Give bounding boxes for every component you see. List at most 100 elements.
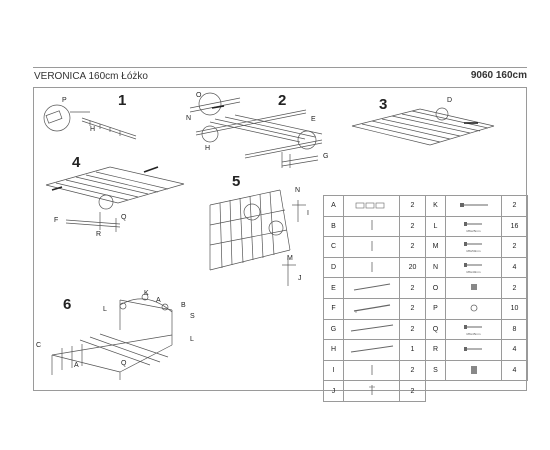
step-5-label: J: [298, 275, 302, 282]
part-picture: [445, 339, 502, 361]
step-2-label: O: [196, 92, 202, 99]
step-6-illustration: [51, 293, 173, 380]
part-quantity: 4: [501, 359, 528, 382]
step-1-label: P: [62, 97, 67, 104]
part-quantity: 2: [399, 297, 426, 320]
screw-icon: [454, 323, 494, 333]
step-5-label: M: [287, 255, 293, 262]
part-letter: R: [425, 339, 446, 361]
thin-rod-icon: [352, 239, 392, 255]
part-quantity: 20: [399, 256, 426, 279]
part-letter: J: [323, 380, 344, 402]
screw-icon: [454, 240, 494, 250]
part-quantity: 2: [399, 195, 426, 217]
part-letter: H: [323, 339, 344, 361]
part-picture: [343, 215, 400, 238]
nut-icon: [454, 282, 494, 294]
part-picture: [343, 318, 400, 341]
part-quantity: 2: [399, 318, 426, 341]
part-quantity: 2: [501, 277, 528, 299]
step-5-illustration: [209, 189, 306, 286]
screw-icon: [454, 261, 494, 271]
part-picture: [343, 359, 400, 382]
step-4-label: R: [96, 231, 102, 238]
part-quantity: 2: [399, 277, 426, 299]
screw-icon: [454, 345, 494, 355]
step-4-label: F: [54, 217, 59, 224]
part-letter: M: [425, 236, 446, 258]
part-quantity: 2: [399, 215, 426, 238]
step-1-illustration: [43, 104, 137, 140]
step-6-label: Q: [121, 360, 127, 367]
step-2-label: H: [205, 145, 211, 152]
bolt-icon: [454, 200, 494, 212]
thin-rod-icon: [352, 218, 392, 234]
part-picture: [445, 195, 502, 217]
part-picture: [445, 277, 502, 299]
part-picture: [343, 339, 400, 361]
step-2-label: G: [323, 153, 329, 160]
empty-cell: [425, 380, 528, 402]
short-rod-icon: [352, 363, 392, 379]
part-letter: G: [323, 318, 344, 341]
short-rod-icon: [352, 260, 392, 276]
part-letter: I: [323, 359, 344, 382]
part-letter: O: [425, 277, 446, 299]
part-picture: M6x50mm: [445, 236, 502, 258]
step-6-label: A: [156, 297, 161, 304]
part-letter: F: [323, 297, 344, 320]
part-letter: C: [323, 236, 344, 258]
part-letter: E: [323, 277, 344, 299]
part-picture: [445, 359, 502, 382]
part-picture: [343, 256, 400, 279]
part-picture: [343, 195, 400, 217]
part-quantity: 4: [501, 256, 528, 279]
step-6-label: L: [190, 336, 194, 343]
part-picture: M6x45mm: [445, 318, 502, 341]
part-picture: [343, 236, 400, 258]
part-letter: P: [425, 297, 446, 320]
part-letter: S: [425, 359, 446, 382]
step-2-illustration: [189, 92, 323, 168]
step-6-label: C: [36, 342, 42, 349]
part-quantity: 4: [501, 339, 528, 361]
step-5-label: N: [295, 187, 301, 194]
part-quantity: 16: [501, 215, 528, 238]
step-2-label: E: [311, 116, 316, 123]
part-letter: A: [323, 195, 344, 217]
product-code: 9060 160cm: [470, 70, 527, 81]
step-4-number: 4: [72, 154, 81, 171]
part-letter: N: [425, 256, 446, 279]
step-5-label: I: [307, 210, 309, 217]
step-3-illustration: [351, 107, 495, 146]
rail-icon: [350, 302, 394, 316]
part-letter: Q: [425, 318, 446, 341]
headboard-piece-icon: [352, 200, 392, 212]
step-6-label: A: [74, 362, 79, 369]
part-picture: M6x25mm: [445, 215, 502, 238]
step-6-number: 6: [63, 296, 72, 313]
step-6-label: S: [190, 313, 195, 320]
screw-size-caption: M6x40mm: [466, 270, 481, 275]
washer-icon: [454, 303, 494, 315]
screw-icon: [454, 220, 494, 230]
long-rail-icon: [348, 322, 396, 336]
step-5-number: 5: [232, 173, 241, 190]
step-3-number: 3: [379, 96, 388, 113]
part-letter: K: [425, 195, 446, 217]
part-quantity: 2: [399, 359, 426, 382]
part-quantity: 10: [501, 297, 528, 320]
part-picture: [343, 277, 400, 299]
